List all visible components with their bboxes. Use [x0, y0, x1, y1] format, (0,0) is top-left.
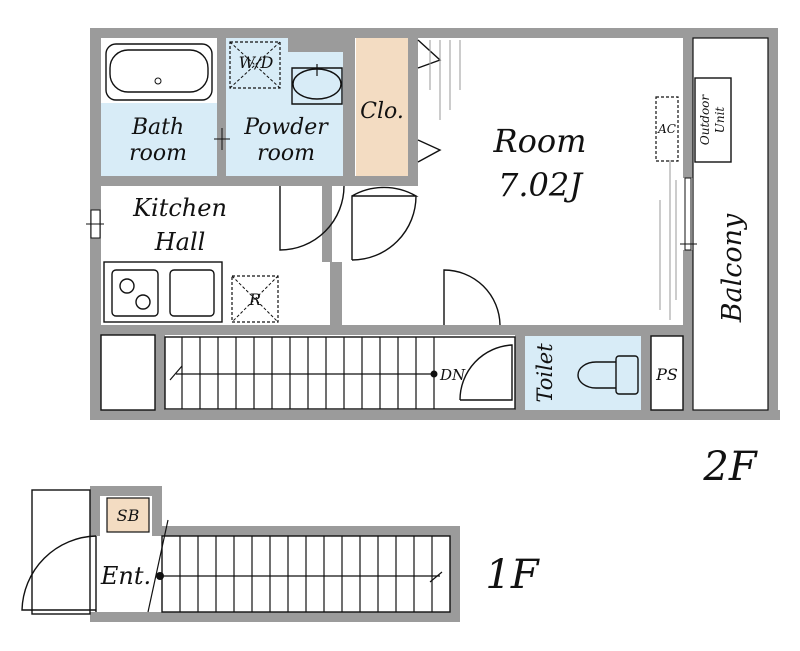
upper-floor-plan [86, 28, 780, 420]
pipe-space-label: PS [655, 365, 678, 384]
bath-room-label: Bath [131, 115, 184, 140]
room-name-label: Room [493, 122, 587, 160]
toilet-floor [525, 336, 641, 410]
powder-room-label-2: room [257, 141, 315, 166]
floor-1f-label: 1F [485, 552, 539, 598]
powder-room-floor [226, 38, 343, 176]
closet-label: Clo. [360, 99, 404, 124]
balcony-label: Balcony [717, 213, 748, 323]
bath-room-label-2: room [129, 141, 187, 166]
kitchen-hall-label: Kitchen [132, 194, 227, 222]
room-size-label: 7.02J [498, 166, 584, 204]
switchboard [106, 497, 150, 533]
lower-floor-plan [21, 486, 460, 622]
floor-2f-label: 2F [702, 444, 757, 490]
ac-label: AC [657, 122, 676, 136]
closet-floor [356, 38, 408, 176]
powder-room-label: Powder [243, 115, 329, 140]
switchboard-label: SB [117, 506, 140, 525]
toilet-label: Toilet [533, 343, 557, 403]
stairs-down-label: DN [439, 366, 466, 384]
outdoor-unit-label-2: Unit [713, 107, 727, 134]
kitchen-hall-label-2: Hall [154, 228, 206, 256]
entrance-label: Ent. [100, 562, 151, 590]
outdoor-unit-label: Outdoor [698, 94, 712, 146]
refrigerator-label: R [248, 290, 261, 309]
bath-room-floor [101, 103, 217, 176]
washer-dryer-label: W/D [239, 53, 274, 72]
